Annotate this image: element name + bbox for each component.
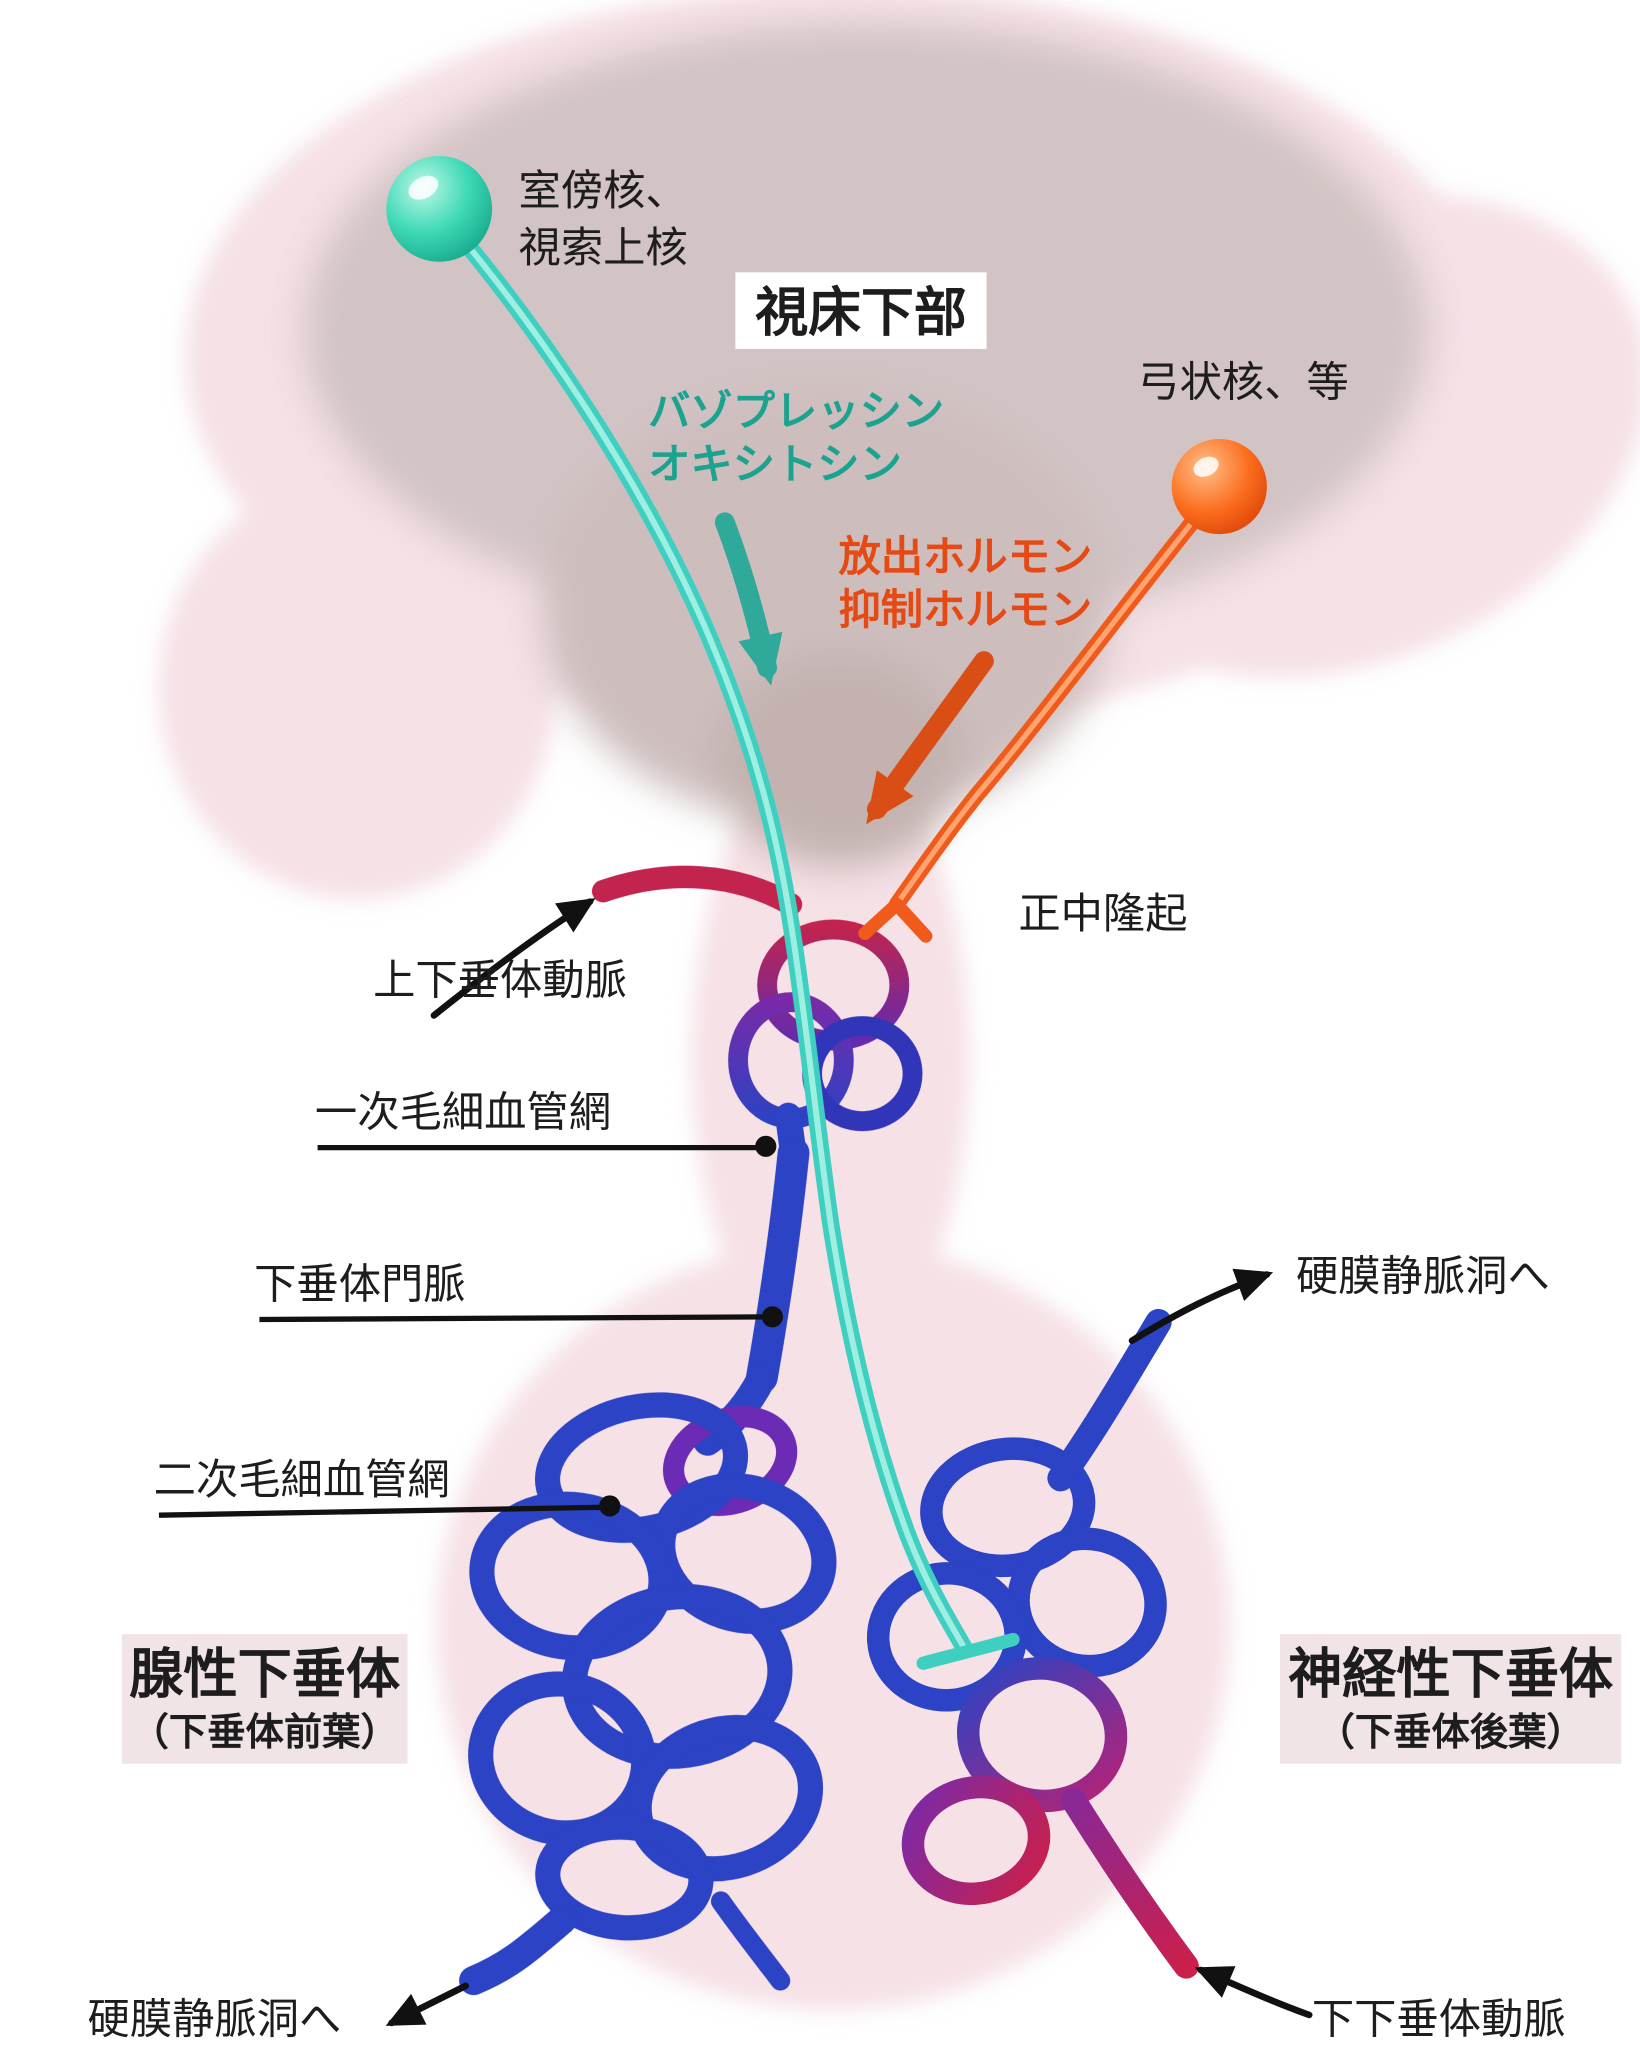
teal-neuron-terminal <box>916 1632 1020 1670</box>
arrow-to-dural-sinus-bottom <box>385 1982 469 2027</box>
label-arcuate: 弓状核、等 <box>1137 359 1349 406</box>
arrow-to-inferior-artery <box>1194 1966 1313 2019</box>
label-neurohypophysis-line2: （下垂体後葉） <box>1317 1711 1585 1754</box>
inferior-hypophyseal-artery-vessel <box>1061 1788 1199 1979</box>
label-primary-capillary-plexus: 一次毛細血管網 <box>315 1088 611 1135</box>
label-dural-sinus-bottom: 硬膜静脈洞へ <box>88 1995 342 2042</box>
hypophyseal-portal-vein-vessel <box>745 1137 810 1394</box>
label-dural-sinus-right: 硬膜静脈洞へ <box>1296 1252 1550 1299</box>
label-hypothalamus: 視床下部 <box>755 284 967 343</box>
label-adenohypophysis-line2: （下垂体前葉） <box>131 1711 399 1754</box>
adenohypophysis-label-box <box>121 1634 408 1764</box>
teal-neuron-soma <box>386 156 493 262</box>
label-paraventricular-line2: 視索上核 <box>519 224 688 271</box>
orange-neuron <box>858 483 1225 943</box>
arrow-to-superior-artery <box>430 898 596 1019</box>
label-median-eminence: 正中隆起 <box>1018 890 1187 937</box>
orange-flow-arrow <box>866 651 994 825</box>
superior-hypophyseal-artery-vessel <box>591 865 803 916</box>
label-hypophyseal-portal-vein: 下垂体門脈 <box>254 1260 465 1307</box>
posterior-capillary-plexus <box>866 1308 1199 1979</box>
label-neurohypophysis-line1: 神経性下垂体 <box>1288 1644 1614 1704</box>
leader-portal-vein <box>259 1314 769 1323</box>
label-paraventricular-line1: 室傍核、 <box>519 167 688 214</box>
label-releasing-hormone-line1: 放出ホルモン <box>839 533 1093 580</box>
label-adenohypophysis-line1: 腺性下垂体 <box>129 1644 401 1704</box>
orange-neuron-soma <box>1171 438 1267 535</box>
secondary-capillary-plexus-anterior <box>459 1392 837 1996</box>
dural-sinus-vessel-bottom <box>459 1905 577 1996</box>
label-vasopressin-line1: バゾプレッシン <box>648 388 944 435</box>
leader-secondary-plexus <box>158 1504 606 1518</box>
neurohypophysis-label-box <box>1280 1634 1622 1764</box>
teal-neuron <box>430 202 1020 1670</box>
label-superior-hypophyseal-artery: 上下垂体動脈 <box>373 956 627 1003</box>
label-inferior-hypophyseal-artery: 下下垂体動脈 <box>1312 1995 1566 2042</box>
label-releasing-hormone-line2: 抑制ホルモン <box>839 586 1093 633</box>
label-vasopressin-line2: オキシトシン <box>648 441 902 488</box>
hypothalamus-label-box <box>735 272 987 350</box>
arrow-to-dural-sinus-right <box>1128 1268 1274 1344</box>
label-secondary-capillary-plexus: 二次毛細血管網 <box>154 1456 450 1503</box>
teal-flow-arrow <box>714 512 783 686</box>
dural-sinus-vessel-right <box>1047 1308 1172 1492</box>
